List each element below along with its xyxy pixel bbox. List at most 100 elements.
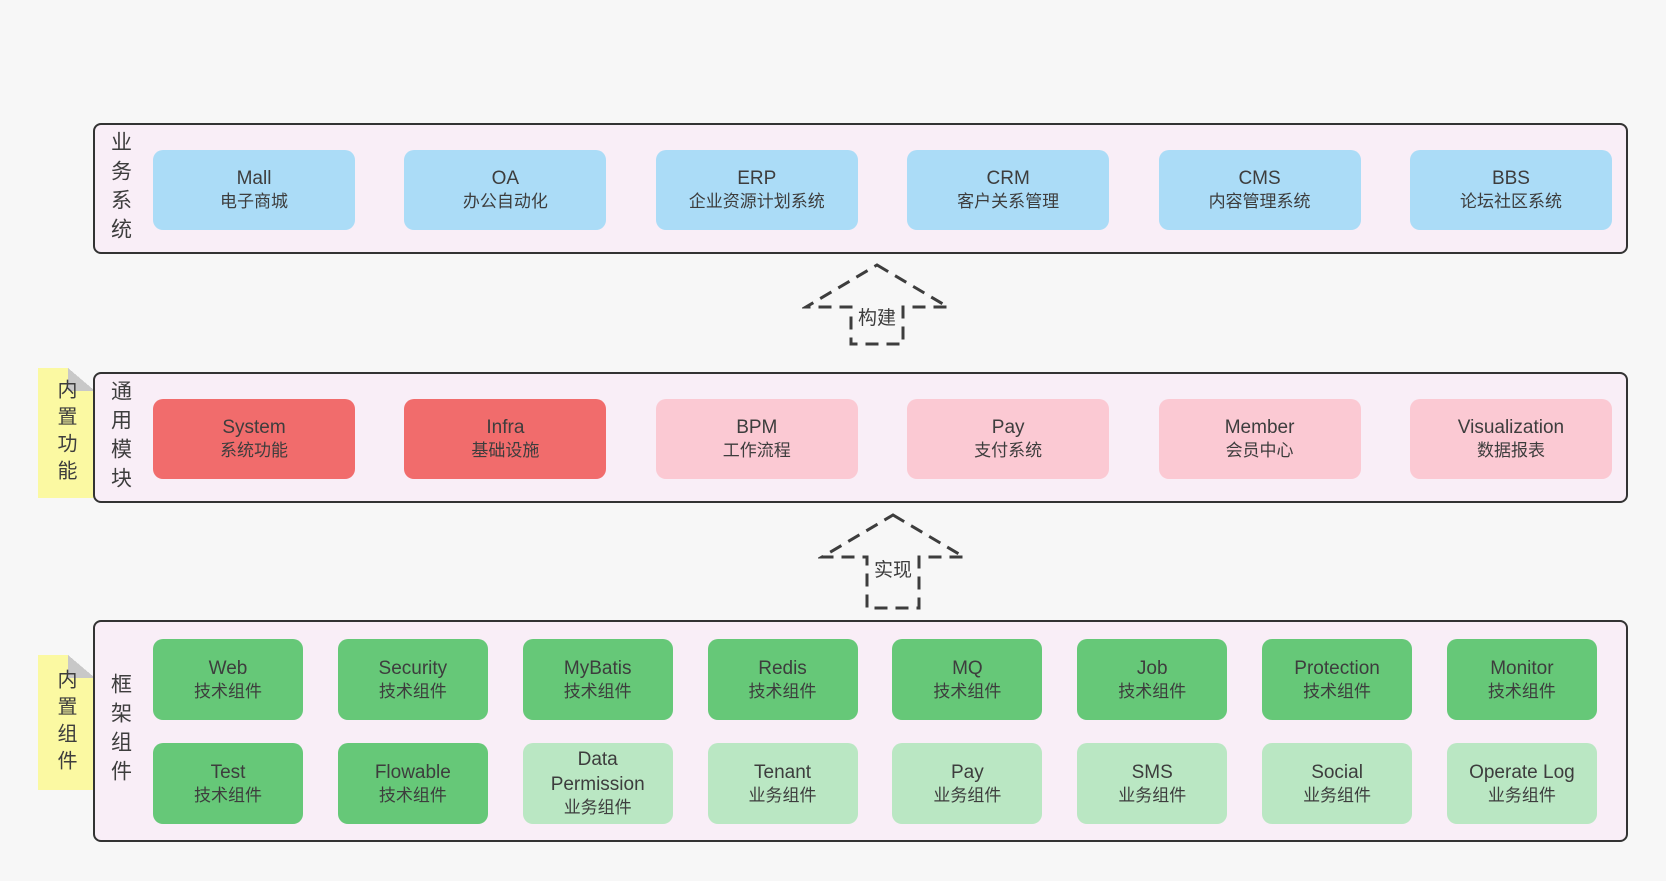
box-crm: CRM 客户关系管理 <box>907 150 1110 230</box>
box-title: Visualization <box>1457 417 1565 439</box>
box-title: BBS <box>1491 168 1530 190</box>
box-subtitle: 客户关系管理 <box>957 192 1060 212</box>
box-title: CMS <box>1238 168 1281 190</box>
components-box-row-1: Web 技术组件 Security 技术组件 MyBatis 技术组件 Redi… <box>153 639 1597 720</box>
box-subtitle: 技术组件 <box>1303 681 1372 701</box>
arrow-build-label: 构建 <box>857 308 896 329</box>
box-title: Monitor <box>1490 657 1554 679</box>
box-subtitle: 业务组件 <box>1303 785 1372 805</box>
box-title: Tenant <box>754 761 812 783</box>
box-tenant: Tenant 业务组件 <box>707 743 858 824</box>
box-subtitle: 业务组件 <box>1118 785 1187 805</box>
box-title: Pay <box>951 761 984 783</box>
arrow-outline <box>802 263 952 346</box>
panel-modules-label: 通用模块 <box>108 379 132 496</box>
box-erp: ERP 企业资源计划系统 <box>655 150 858 230</box>
sticky-note-builtin-features: 内置功能 <box>38 368 95 498</box>
box-title: Job <box>1136 657 1168 679</box>
box-redis: Redis 技术组件 <box>707 639 858 720</box>
box-cms: CMS 内容管理系统 <box>1158 150 1361 230</box>
box-title: Protection <box>1294 657 1380 679</box>
box-subtitle: 技术组件 <box>378 785 447 805</box>
sticky-note-builtin-components: 内置组件 <box>38 655 95 790</box>
box-title: Data Permission <box>550 749 645 796</box>
panel-business-systems: 业务系统 Mall 电子商城 OA 办公自动化 ERP 企业资源计划系统 CRM… <box>93 123 1628 254</box>
box-subtitle: 业务组件 <box>748 785 817 805</box>
box-title: Web <box>208 657 248 679</box>
box-subtitle: 论坛社区系统 <box>1459 192 1562 212</box>
box-title: Mall <box>236 168 272 190</box>
box-subtitle: 内容管理系统 <box>1208 192 1311 212</box>
box-flowable: Flowable 技术组件 <box>337 743 488 824</box>
sticky-note-label: 内置组件 <box>54 668 76 777</box>
box-subtitle: 业务组件 <box>933 785 1002 805</box>
box-test: Test 技术组件 <box>153 743 303 824</box>
box-security: Security 技术组件 <box>337 639 488 720</box>
box-subtitle: 系统功能 <box>220 441 288 461</box>
panel-framework-components: 框架组件 Web 技术组件 Security 技术组件 MyBatis 技术组件… <box>93 620 1628 842</box>
business-box-row: Mall 电子商城 OA 办公自动化 ERP 企业资源计划系统 CRM 客户关系… <box>153 150 1612 230</box>
box-protection: Protection 技术组件 <box>1262 639 1413 720</box>
box-title: ERP <box>737 168 777 190</box>
modules-box-row: System 系统功能 Infra 基础设施 BPM 工作流程 Pay 支付系统… <box>153 399 1612 479</box>
box-title: Social <box>1311 761 1363 783</box>
box-bbs: BBS 论坛社区系统 <box>1409 150 1612 230</box>
box-title: Pay <box>991 417 1025 439</box>
box-job: Job 技术组件 <box>1077 639 1228 720</box>
arrow-implement-label: 实现 <box>873 560 912 581</box>
box-data-permission: Data Permission 业务组件 <box>522 743 673 824</box>
box-title: OA <box>491 168 520 190</box>
box-visualization: Visualization 数据报表 <box>1409 399 1612 479</box>
box-subtitle: 数据报表 <box>1476 441 1545 461</box>
box-sms: SMS 业务组件 <box>1077 743 1228 824</box>
arrow-outline <box>818 513 968 610</box>
box-subtitle: 技术组件 <box>1118 681 1187 701</box>
box-subtitle: 支付系统 <box>974 441 1043 461</box>
box-title: SMS <box>1131 761 1173 783</box>
panel-business-label: 业务系统 <box>108 130 132 247</box>
box-title: Test <box>210 761 246 783</box>
box-subtitle: 办公自动化 <box>462 192 548 212</box>
box-web: Web 技术组件 <box>153 639 303 720</box>
box-member: Member 会员中心 <box>1158 399 1361 479</box>
folded-corner-icon <box>68 368 95 391</box>
arrow-up-build-icon <box>802 263 952 346</box>
box-subtitle: 企业资源计划系统 <box>688 192 825 212</box>
components-box-row-2: Test 技术组件 Flowable 技术组件 Data Permission … <box>153 743 1597 824</box>
box-subtitle: 技术组件 <box>1487 681 1556 701</box>
box-title: System <box>222 417 286 439</box>
panel-common-modules: 通用模块 System 系统功能 Infra 基础设施 BPM 工作流程 Pay… <box>93 372 1628 503</box>
box-subtitle: 会员中心 <box>1225 441 1294 461</box>
box-subtitle: 技术组件 <box>933 681 1002 701</box>
box-mq: MQ 技术组件 <box>892 639 1043 720</box>
box-title: Security <box>378 657 448 679</box>
folded-corner-icon <box>68 655 95 678</box>
box-subtitle: 技术组件 <box>748 681 817 701</box>
box-monitor: Monitor 技术组件 <box>1446 639 1597 720</box>
box-subtitle: 基础设施 <box>471 441 540 461</box>
box-title: MyBatis <box>563 657 632 679</box>
box-title: Operate Log <box>1469 761 1575 783</box>
box-subtitle: 技术组件 <box>194 681 262 701</box>
panel-components-label: 框架组件 <box>108 673 132 789</box>
box-title: Infra <box>486 417 525 439</box>
box-mall: Mall 电子商城 <box>153 150 355 230</box>
box-subtitle: 工作流程 <box>722 441 791 461</box>
box-social: Social 业务组件 <box>1262 743 1413 824</box>
box-title: BPM <box>736 417 778 439</box>
sticky-note-label: 内置功能 <box>54 379 76 487</box>
box-title: Flowable <box>374 761 451 783</box>
box-title: Member <box>1224 417 1295 439</box>
arrow-up-implement-icon <box>818 513 968 610</box>
box-operate-log: Operate Log 业务组件 <box>1446 743 1597 824</box>
box-mybatis: MyBatis 技术组件 <box>522 639 673 720</box>
box-oa: OA 办公自动化 <box>404 150 607 230</box>
box-subtitle: 电子商城 <box>220 192 288 212</box>
box-title: MQ <box>952 657 983 679</box>
box-subtitle: 技术组件 <box>378 681 447 701</box>
box-title: CRM <box>986 168 1030 190</box>
box-bpm: BPM 工作流程 <box>655 399 858 479</box>
box-system: System 系统功能 <box>153 399 355 479</box>
box-subtitle: 业务组件 <box>1487 785 1556 805</box>
box-pay-module: Pay 支付系统 <box>907 399 1110 479</box>
